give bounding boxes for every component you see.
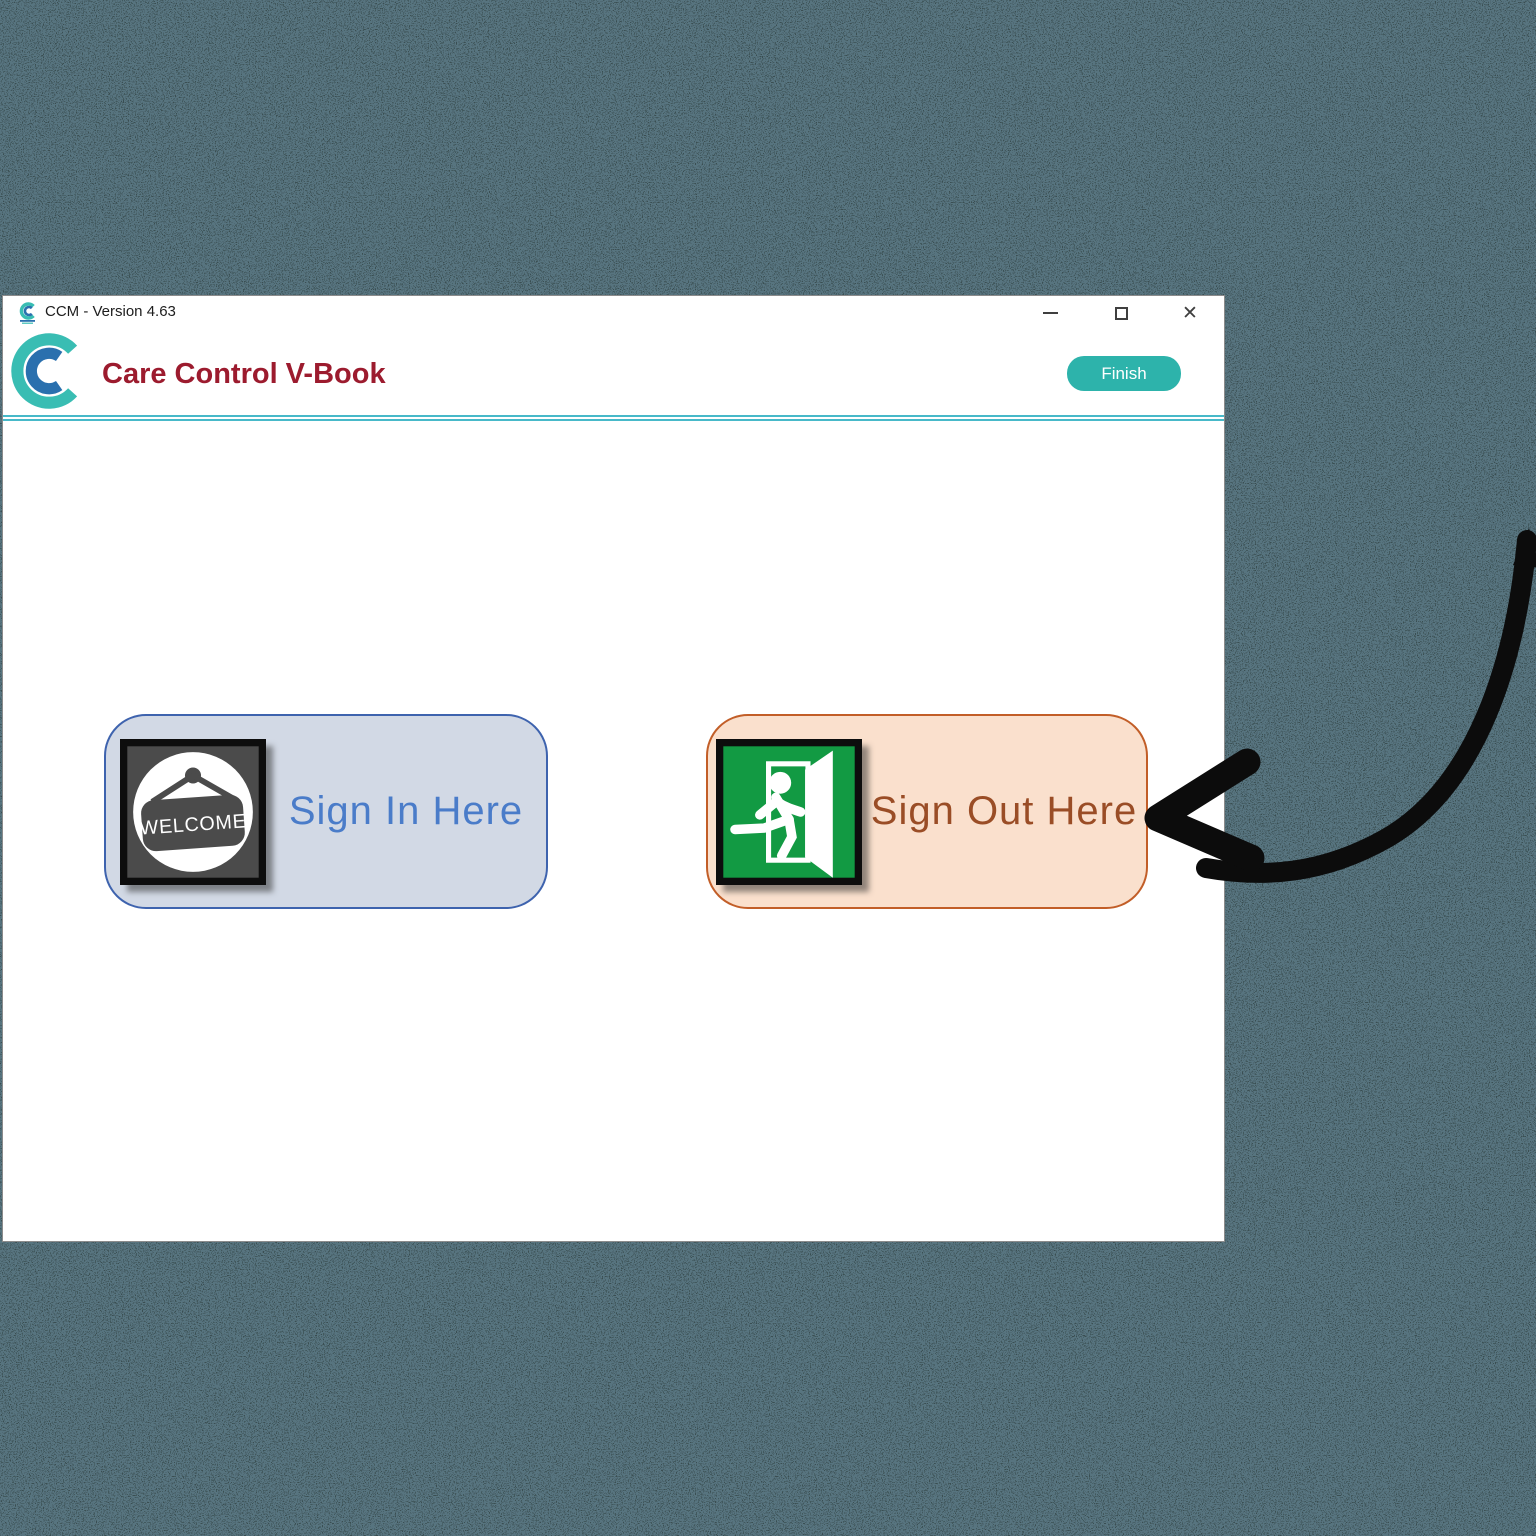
titlebar: CCM - Version 4.63 ✕	[3, 296, 1224, 330]
maximize-icon	[1114, 306, 1128, 320]
page-title: Care Control V-Book	[102, 358, 386, 390]
running-man-icon	[730, 792, 806, 861]
sign-out-label: Sign Out Here	[870, 789, 1138, 833]
minimize-icon	[1042, 312, 1058, 314]
close-icon: ✕	[1182, 302, 1198, 324]
window-title: CCM - Version 4.63	[45, 303, 176, 320]
sign-in-button[interactable]: WELCOME Sign In Here	[104, 714, 548, 909]
maximize-button[interactable]	[1100, 296, 1142, 330]
close-button[interactable]: ✕	[1169, 296, 1211, 330]
welcome-sign-icon: WELCOME	[120, 738, 266, 885]
minimize-button[interactable]	[1029, 296, 1071, 330]
app-window: CCM - Version 4.63 ✕ Care Control V-Book…	[2, 295, 1225, 1242]
sign-out-button[interactable]: Sign Out Here	[706, 714, 1148, 909]
app-logo-icon	[19, 302, 35, 324]
exit-door-icon	[716, 738, 862, 885]
finish-button[interactable]: Finish	[1067, 356, 1181, 391]
header: Care Control V-Book Finish	[3, 330, 1224, 421]
sign-in-label: Sign In Here	[288, 789, 524, 833]
care-control-logo-icon	[11, 333, 78, 409]
